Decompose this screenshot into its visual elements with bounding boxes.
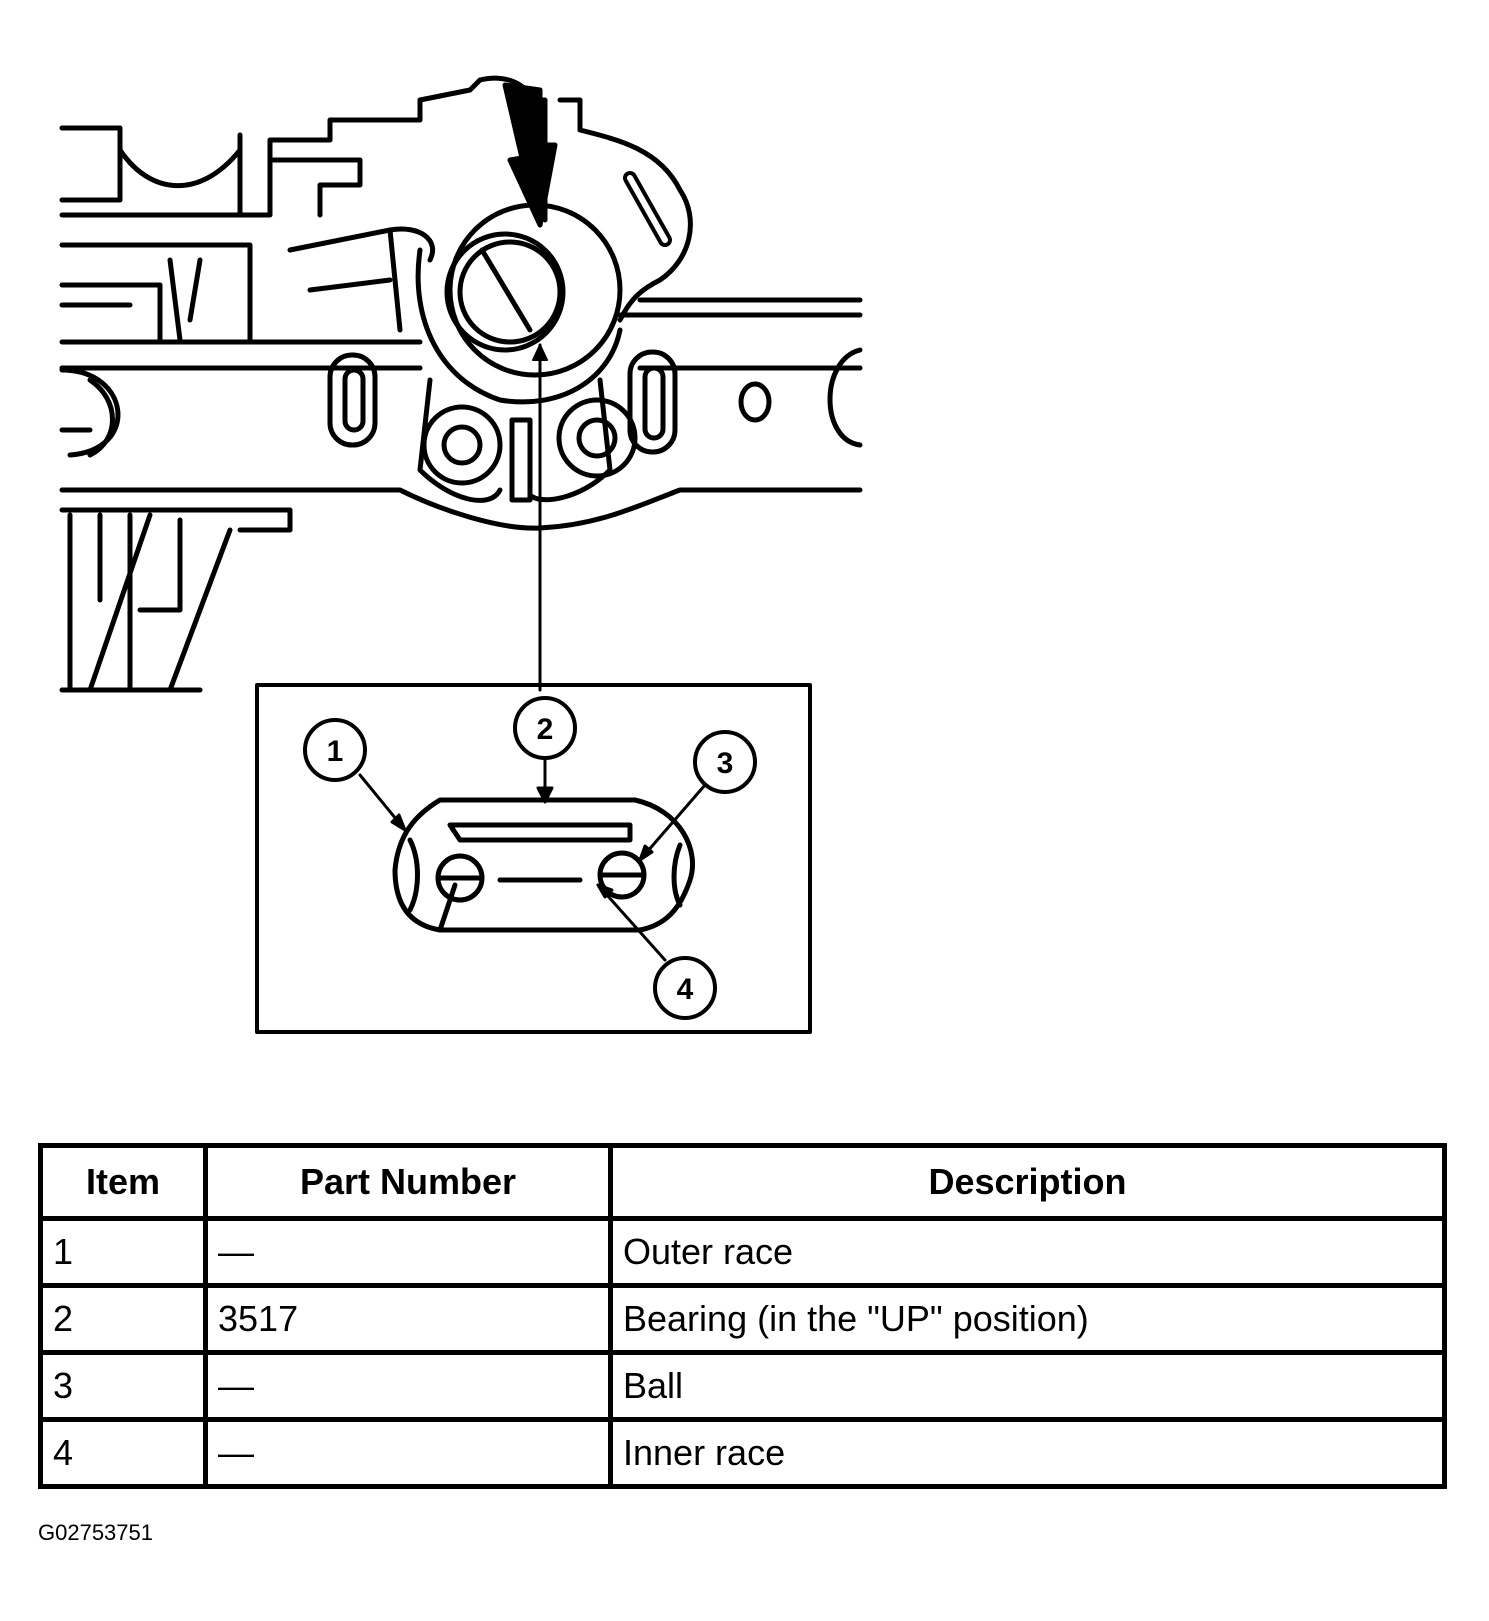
transmission-diagram: 1 2 3 4 xyxy=(59,75,863,1034)
lower-bracket xyxy=(59,507,293,693)
bearing-detail xyxy=(392,797,696,933)
table-row: 2 3517 Bearing (in the "UP" position) xyxy=(38,1283,1447,1355)
callout-circle-3 xyxy=(693,730,757,794)
item-cell: 2 xyxy=(38,1283,208,1355)
detail-inset-box xyxy=(255,683,812,1034)
table-row: 1 — Outer race xyxy=(38,1216,1447,1288)
valve-body-upper xyxy=(59,77,863,345)
part-number-cell: — xyxy=(203,1216,613,1288)
parts-table: Item Part Number Description 1 — Outer r… xyxy=(38,1143,1447,1489)
figure-id: G02753751 xyxy=(38,1520,153,1545)
table-row: 4 — Inner race xyxy=(38,1417,1447,1489)
callout-number-1: 1 xyxy=(327,735,344,768)
callout-number-2: 2 xyxy=(537,713,554,746)
callout-leaders xyxy=(358,758,707,962)
callout-number-4: 4 xyxy=(677,973,694,1006)
item-cell: 3 xyxy=(38,1350,208,1422)
part-number-cell: — xyxy=(203,1417,613,1489)
table-header-row: Item Part Number Description xyxy=(38,1143,1447,1221)
description-cell: Ball xyxy=(608,1350,1447,1422)
part-number-cell: 3517 xyxy=(203,1283,613,1355)
table-row: 3 — Ball xyxy=(38,1350,1447,1422)
description-cell: Inner race xyxy=(608,1417,1447,1489)
item-cell: 1 xyxy=(38,1216,208,1288)
item-cell: 4 xyxy=(38,1417,208,1489)
description-cell: Bearing (in the "UP" position) xyxy=(608,1283,1447,1355)
header-item: Item xyxy=(38,1143,208,1221)
location-arrow xyxy=(502,82,558,228)
callout-circle-4 xyxy=(653,956,717,1020)
callout-circle-1 xyxy=(303,718,367,782)
part-number-cell: — xyxy=(203,1350,613,1422)
callout-circle-2 xyxy=(513,696,577,760)
header-part-number: Part Number xyxy=(203,1143,613,1221)
header-description: Description xyxy=(608,1143,1447,1221)
callout-number-3: 3 xyxy=(717,747,734,780)
description-cell: Outer race xyxy=(608,1216,1447,1288)
